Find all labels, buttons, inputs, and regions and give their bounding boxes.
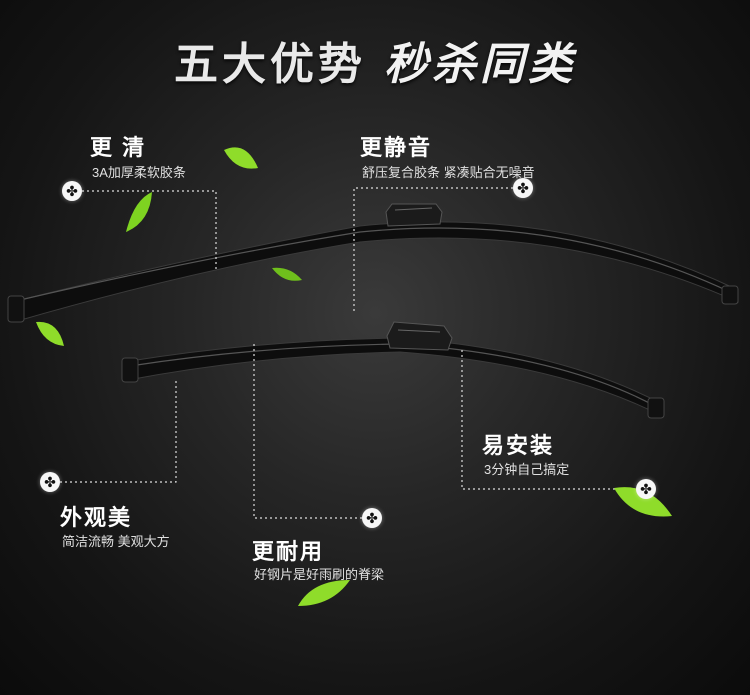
feature-install-title: 易安装 bbox=[482, 433, 555, 458]
feature-clear-title: 更 清 bbox=[90, 135, 147, 160]
clover-marker-icon: ✤ bbox=[636, 479, 656, 499]
headline-part2: 秒杀同类 bbox=[384, 40, 576, 89]
feature-quiet-title: 更静音 bbox=[360, 135, 433, 160]
leader-install bbox=[461, 350, 636, 490]
headline-part1: 五大优势 bbox=[174, 40, 366, 89]
headline: 五大优势秒杀同类 bbox=[0, 28, 750, 92]
green-leaf-icon bbox=[36, 147, 672, 606]
clover-marker-icon: ✤ bbox=[362, 508, 382, 528]
feature-quiet-subtitle: 舒压复合胶条 紧凑贴合无噪音 bbox=[362, 165, 535, 180]
clover-marker-icon: ✤ bbox=[40, 472, 60, 492]
feature-durable-title: 更耐用 bbox=[252, 539, 325, 564]
clover-marker-icon: ✤ bbox=[62, 181, 82, 201]
leader-quiet bbox=[353, 187, 513, 312]
clover-marker-icon: ✤ bbox=[513, 178, 533, 198]
leader-lines bbox=[60, 187, 636, 519]
leader-look bbox=[60, 380, 177, 483]
feature-look-title: 外观美 bbox=[60, 505, 133, 530]
wiper-blade-short bbox=[121, 321, 665, 419]
feature-look-subtitle: 简洁流畅 美观大方 bbox=[62, 534, 170, 549]
feature-install-subtitle: 3分钟自己搞定 bbox=[484, 462, 570, 477]
leader-clear bbox=[82, 190, 217, 270]
leader-durable bbox=[253, 344, 362, 519]
feature-clear-subtitle: 3A加厚柔软胶条 bbox=[92, 165, 186, 180]
feature-durable-subtitle: 好钢片是好雨刷的脊梁 bbox=[254, 567, 385, 582]
wiper-blade-long bbox=[7, 203, 739, 323]
